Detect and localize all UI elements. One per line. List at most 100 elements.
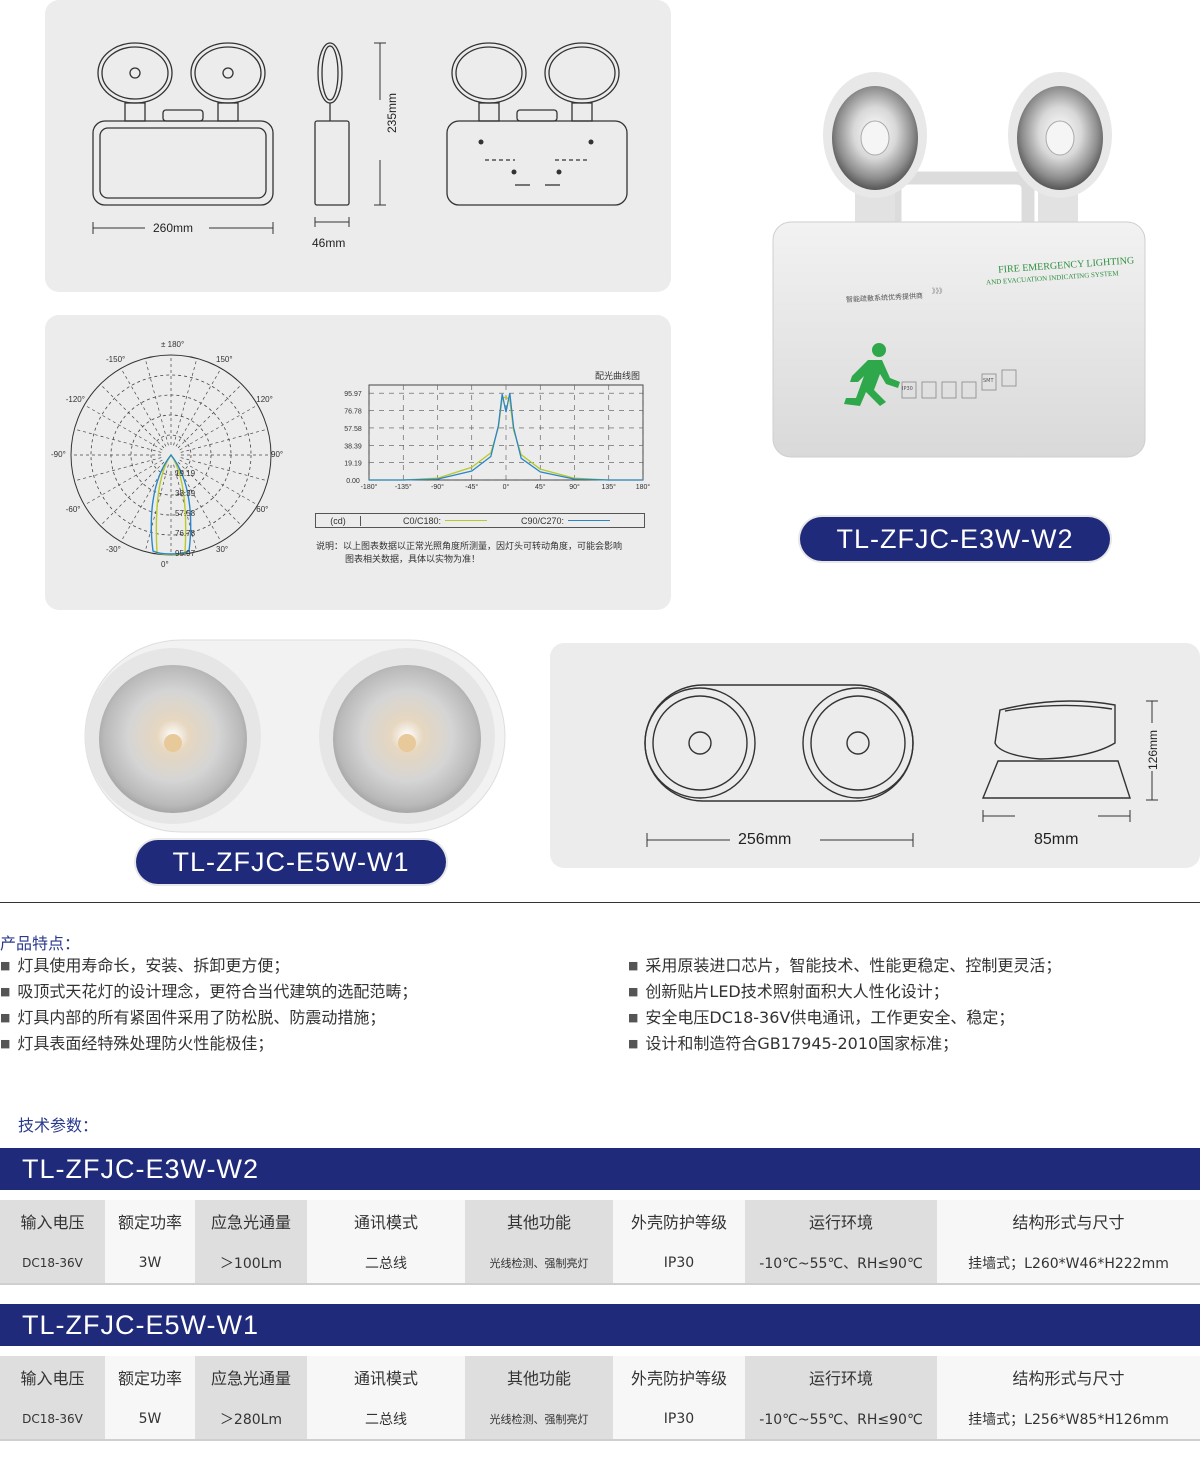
w1-product-photo — [82, 637, 510, 835]
spec-value-other-functions: 光线检测、强制亮灯 — [465, 1398, 613, 1441]
w1-depth-label: 85mm — [1034, 831, 1079, 848]
spec-value-row: DC18-36V 5W ＞280Lm 二总线 光线检测、强制亮灯 IP30 -1… — [0, 1398, 1200, 1441]
w1-height-label: 126mm — [1146, 729, 1160, 770]
running-man-icon — [844, 343, 900, 406]
x-tick-label: 0° — [503, 483, 510, 491]
w2-dimension-drawing-panel: 260mm 46mm 235mm — [45, 0, 671, 292]
spec-header-other-functions: 其他功能 — [465, 1200, 613, 1242]
model-pill-w1: TL-ZFJC-E5W-W1 — [136, 840, 446, 884]
spec-header-input-voltage: 输入电压 — [0, 1356, 105, 1398]
feature-left-item-2: 吸顶式天花灯的设计理念，更符合当代建筑的选配范畴； — [0, 979, 417, 1005]
badge-smt: SMT — [983, 378, 994, 384]
x-tick-label: 90° — [569, 483, 580, 491]
polar-angle-labels: ± 180°150°-150°120°-120°90°-90°60°-60°30… — [45, 315, 671, 610]
spec-value-environment: -10℃~55℃、RH≤90℃ — [745, 1398, 937, 1441]
feature-right-item-1: 采用原装进口芯片，智能技术、性能更稳定、控制更灵活； — [628, 953, 1061, 979]
w2-depth-label: 46mm — [312, 236, 346, 250]
polar-spoke — [100, 461, 165, 526]
spec-header-input-voltage: 输入电压 — [0, 1200, 105, 1242]
feature-left-item-1: 灯具使用寿命长，安装、拆卸更方便； — [0, 953, 417, 979]
polar-spoke — [179, 404, 258, 451]
polar-angle-label: 0° — [161, 560, 169, 569]
slogan-arrows: 》》》 — [932, 287, 946, 295]
polar-spoke — [84, 459, 163, 506]
linear-chart-title: 配光曲线图 — [595, 372, 641, 382]
legend-series-c90: C90/C270: — [521, 515, 565, 526]
w2-product-illustration — [772, 72, 1146, 458]
polar-angle-label: 60° — [256, 505, 269, 514]
polar-spoke — [84, 404, 163, 451]
feature-left-item-4: 灯具表面经特殊处理防火性能极佳； — [0, 1031, 417, 1057]
w2-dimension-drawing — [92, 42, 628, 234]
spec-value-rated-power: 3W — [105, 1242, 195, 1285]
feature-right-item-4: 设计和制造符合GB17945-2010国家标准； — [628, 1031, 1061, 1057]
legend-series-c0: C0/C180: — [403, 515, 442, 526]
y-tick-label: 95.97 — [344, 391, 362, 398]
x-tick-label: 180° — [636, 483, 651, 491]
x-tick-label: 135° — [602, 483, 617, 491]
w1-dimension-drawing-panel: 256mm 85mm 126mm — [550, 643, 1200, 868]
spec-header-row: 输入电压 额定功率 应急光通量 通讯模式 其他功能 外壳防护等级 运行环境 结构… — [0, 1356, 1200, 1398]
spec-header-other-functions: 其他功能 — [465, 1356, 613, 1398]
polar-spoke — [144, 358, 169, 446]
chart-note-line-1: 说明：以上图表数据以正常光照角度所测量，因灯头可转动角度，可能会影响 — [316, 542, 623, 552]
spec-value-rated-power: 5W — [105, 1398, 195, 1441]
spec-value-environment: -10℃~55℃、RH≤90℃ — [745, 1242, 937, 1285]
section-divider — [0, 902, 1200, 903]
w1-width-label: 256mm — [738, 831, 792, 848]
linear-series-c90 — [369, 392, 643, 481]
spec-value-comm-mode: 二总线 — [307, 1398, 465, 1441]
spec-header-structure-size: 结构形式与尺寸 — [937, 1356, 1200, 1398]
spec-value-comm-mode: 二总线 — [307, 1242, 465, 1285]
linear-series-c0 — [369, 396, 643, 481]
spec-value-protection-class: IP30 — [613, 1398, 745, 1441]
spec-value-other-functions: 光线检测、强制亮灯 — [465, 1242, 613, 1285]
spec-band-w2: TL-ZFJC-E3W-W2 — [0, 1148, 1200, 1190]
spec-value-structure-size: 挂墙式；L260*W46*H222mm — [937, 1242, 1200, 1285]
polar-radial-label: 95.97 — [175, 549, 196, 558]
polar-angle-label: -30° — [106, 545, 121, 555]
spec-header-row: 输入电压 额定功率 应急光通量 通讯模式 其他功能 外壳防护等级 运行环境 结构… — [0, 1200, 1200, 1242]
spec-table-w1: 输入电压 额定功率 应急光通量 通讯模式 其他功能 外壳防护等级 运行环境 结构… — [0, 1356, 1200, 1441]
feature-left-item-3: 灯具内部的所有紧固件采用了防松脱、防震动措施； — [0, 1005, 417, 1031]
legend-line-c90 — [568, 520, 611, 521]
polar-radial-label: 76.78 — [175, 529, 196, 538]
features-right-list: 采用原装进口芯片，智能技术、性能更稳定、控制更灵活；创新贴片LED技术照射面积大… — [628, 953, 1061, 1057]
spec-header-rated-power: 额定功率 — [105, 1200, 195, 1242]
x-tick-label: -135° — [395, 483, 412, 491]
spec-value-luminous-flux: ＞280Lm — [195, 1398, 307, 1441]
polar-angle-label: -150° — [106, 354, 126, 364]
y-tick-label: 0.00 — [346, 478, 360, 485]
polar-series-c90 — [150, 453, 192, 555]
polar-spoke — [173, 358, 198, 446]
polar-spoke — [179, 459, 258, 506]
w2-width-label: 260mm — [153, 221, 194, 235]
model-pill-w2: TL-ZFJC-E3W-W2 — [800, 517, 1110, 561]
polar-angle-label: 120° — [256, 395, 273, 404]
spec-header-structure-size: 结构形式与尺寸 — [937, 1200, 1200, 1242]
spec-header-environment: 运行环境 — [745, 1356, 937, 1398]
spec-value-luminous-flux: ＞100Lm — [195, 1242, 307, 1285]
linear-light-distribution-chart: -180°-135°-90°-45°0°45°90°135°180°0.0019… — [344, 384, 651, 491]
x-tick-label: -45° — [465, 483, 478, 491]
w1-product-illustration — [84, 639, 506, 833]
spec-header-comm-mode: 通讯模式 — [307, 1200, 465, 1242]
spec-value-input-voltage: DC18-36V — [0, 1242, 105, 1285]
feature-right-item-2: 创新贴片LED技术照射面积大人性化设计； — [628, 979, 1061, 1005]
polar-radial-label: 19.19 — [175, 469, 196, 478]
legend-line-c0 — [445, 520, 488, 521]
x-tick-label: 45° — [535, 483, 546, 491]
spec-header-comm-mode: 通讯模式 — [307, 1356, 465, 1398]
badge-ip30: IP30 — [902, 386, 913, 392]
w2-height-label: 235mm — [385, 92, 399, 133]
spec-header-protection-class: 外壳防护等级 — [613, 1200, 745, 1242]
legend-unit: (cd) — [316, 515, 361, 526]
w2-product-photo: FIRE EMERGENCY LIGHTING AND EVACUATION I… — [770, 60, 1148, 460]
chart-legend: (cd) C0/C180: C90/C270: — [315, 513, 645, 528]
polar-angle-label: 150° — [216, 354, 233, 364]
polar-angle-label: ± 180° — [161, 340, 185, 349]
mounting-hole-icons — [478, 139, 594, 175]
spec-header-environment: 运行环境 — [745, 1200, 937, 1242]
y-tick-label: 38.39 — [344, 443, 362, 450]
chart-note-line-2: 图表相关数据，具体以实物为准！ — [345, 555, 481, 565]
